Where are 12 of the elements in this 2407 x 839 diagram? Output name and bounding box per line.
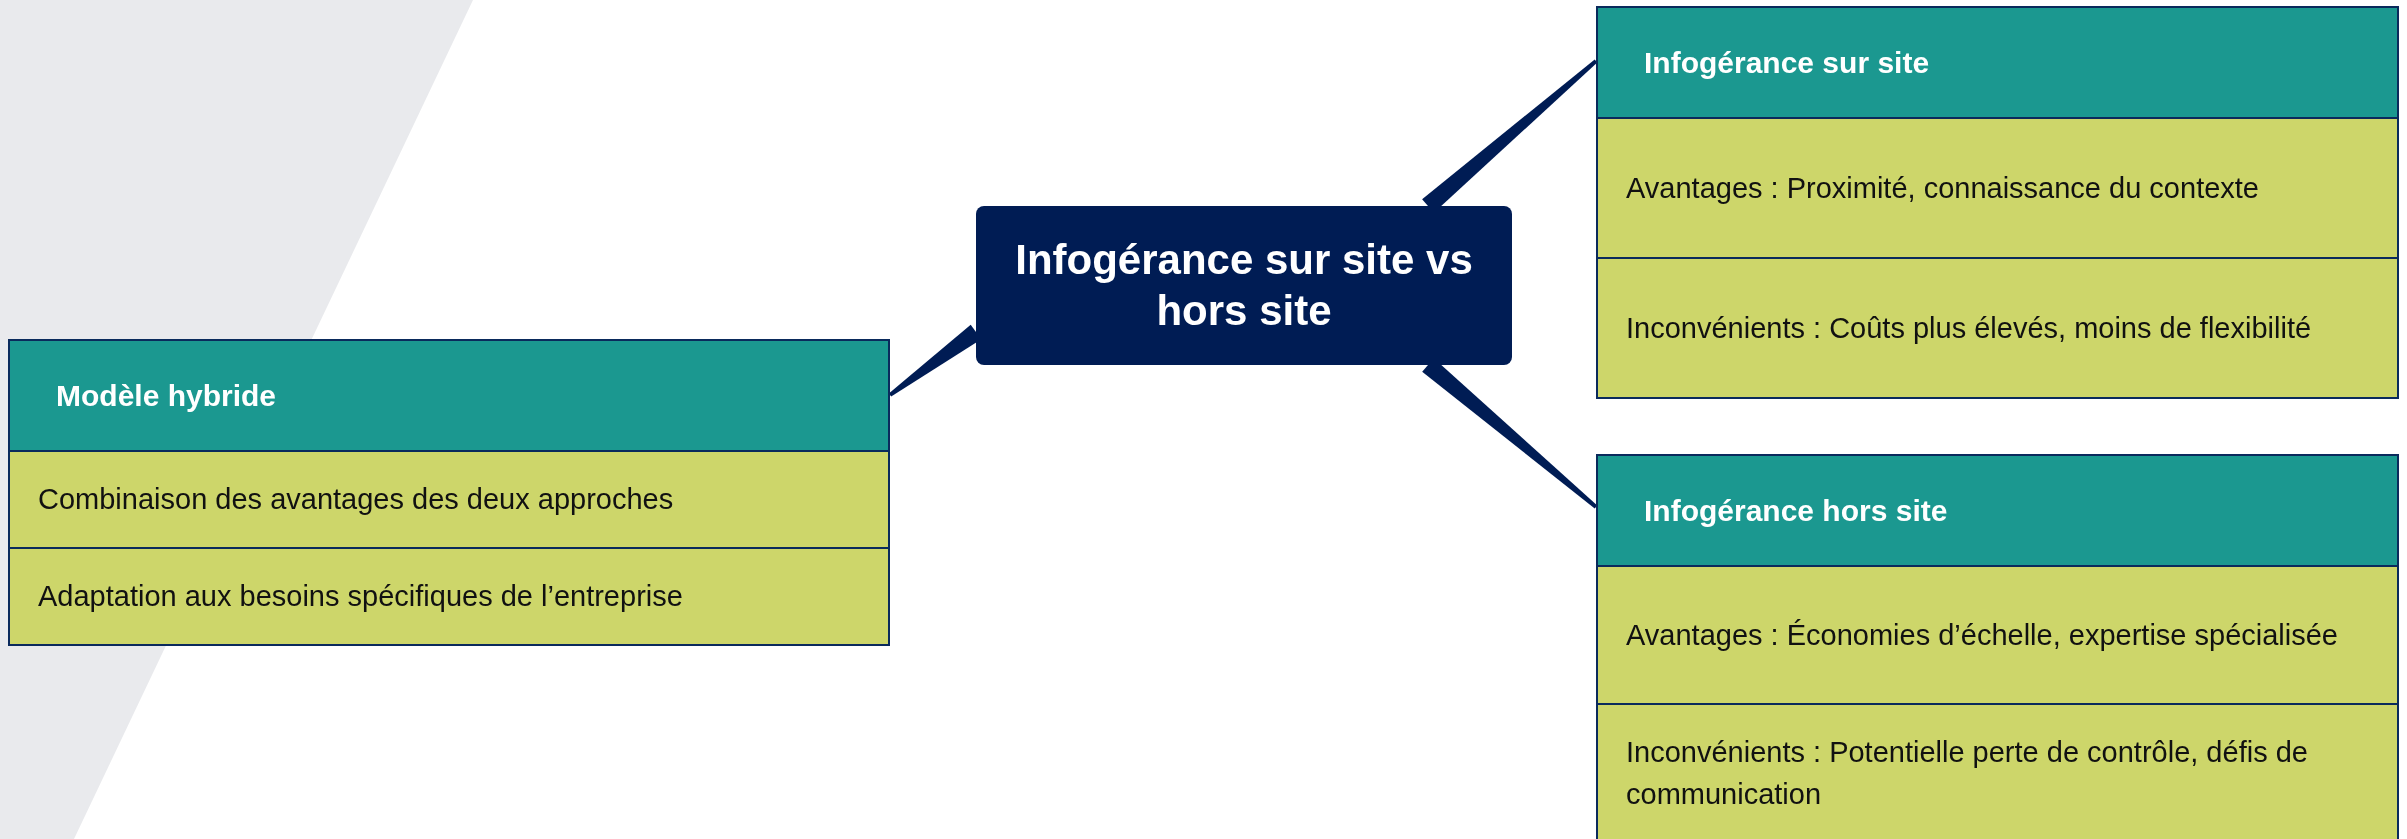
topic-card [8, 339, 890, 646]
topic-card [1596, 6, 2399, 399]
row-text: Inconvénients : Potentielle perte de contrôle, défis de communication [1626, 734, 2309, 812]
card-heading: Infogérance sur site [1644, 45, 1930, 81]
row-text: Inconvénients : Coûts plus élevés, moins de flexibilité [1626, 310, 2312, 346]
card-heading: Infogérance hors site [1644, 493, 1948, 529]
row-text: Adaptation aux besoins spécifiques de l’entreprise [38, 579, 683, 615]
row-text: Combinaison des avantages des deux approches [38, 482, 674, 518]
row-text: Avantages : Proximité, connaissance du contexte [1626, 170, 2259, 206]
row-text: Avantages : Économies d’échelle, expertise spécialisée [1626, 617, 2338, 653]
topic-card [1596, 454, 2399, 839]
card-heading: Modèle hybride [56, 378, 277, 414]
